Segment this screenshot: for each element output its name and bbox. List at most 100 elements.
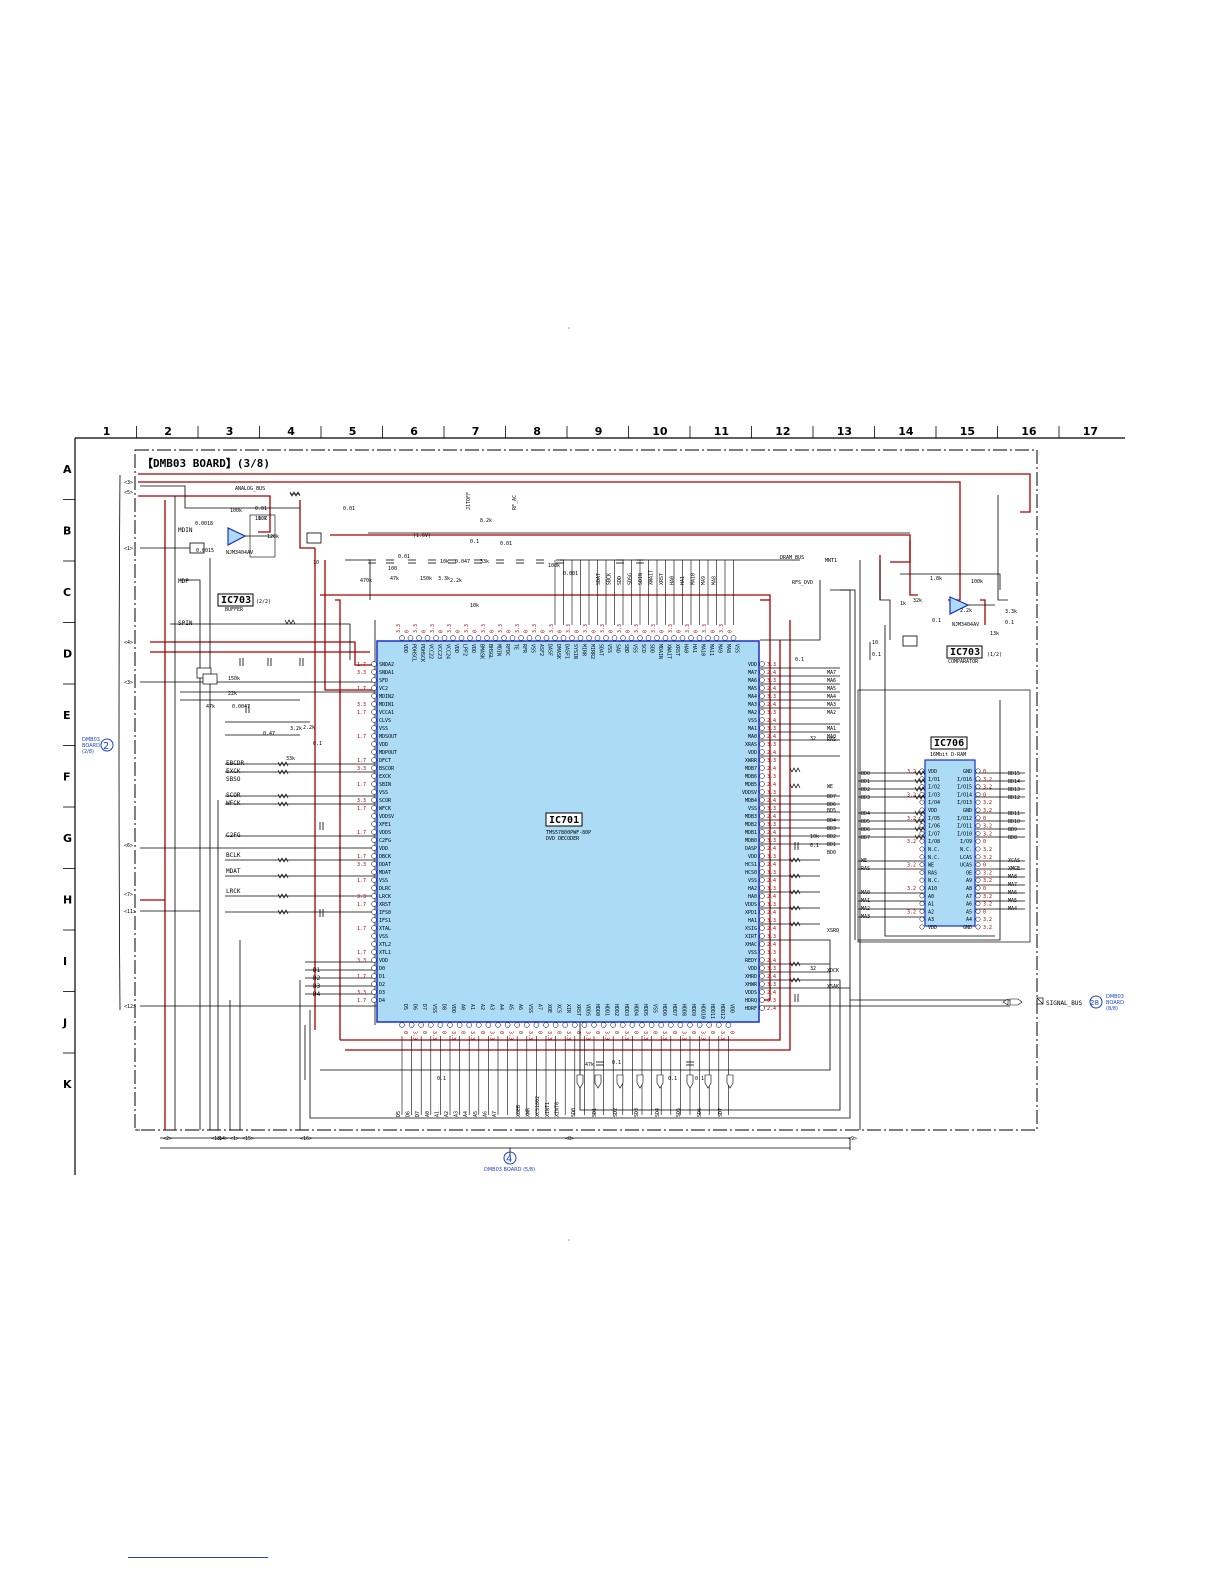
- ic701-right-pin-circle: [759, 813, 765, 819]
- ic701-left-pin-label: EXCK: [379, 774, 391, 780]
- ic701-left-pin-voltage: 1.7: [357, 902, 366, 908]
- ic701-right-pin-circle: [759, 869, 765, 875]
- ic701-right-pin-voltage: 2.4: [767, 846, 776, 852]
- ic706-left-pin-label: I/O5: [928, 816, 940, 822]
- ic701-bottom-pin-voltage: 3.3: [450, 1031, 456, 1040]
- left-value-label: 150k: [228, 676, 240, 682]
- ic706-left-pin-label: VDD: [928, 925, 937, 931]
- ic706-left-pin-label: A10: [928, 886, 937, 892]
- ic701-left-pin-label: VSS: [379, 790, 388, 796]
- ic701-left-pin-circle: [371, 829, 377, 835]
- ic701-top-pin-circle: [705, 635, 711, 641]
- grid-column-5: 5: [349, 425, 357, 438]
- ic701-left-pin-circle: [371, 693, 377, 699]
- left-signal-label: SBSO: [226, 776, 241, 783]
- ic701-right-pin-label: VDD: [748, 662, 757, 668]
- ic701-right-pin-circle: [759, 877, 765, 883]
- ic701-right-pin-voltage: 3.3: [767, 742, 776, 748]
- ic701-top-pin-voltage: 0: [694, 630, 700, 633]
- ic701-left-pin-circle: [371, 773, 377, 779]
- bottom-connector-pin: <2>: [163, 1136, 172, 1142]
- ic701-left-pin-circle: [371, 877, 377, 883]
- ic701-bottom-pin-voltage: 3.3: [565, 1031, 571, 1040]
- left-value-label: 100k: [255, 516, 267, 522]
- ic701-left-pin-circle: [371, 981, 377, 987]
- ic701-top-pin-voltage: 0: [592, 630, 598, 633]
- ic701-top-pin-circle: [518, 635, 524, 641]
- ic701-top-pin-label: VDD: [453, 644, 459, 653]
- grid-column-11: 11: [714, 425, 729, 438]
- ic701-name-box: [545, 812, 583, 827]
- ic701-top-pin-voltage: 3.3: [617, 624, 623, 633]
- top-net-label: (1.6V): [413, 533, 431, 539]
- ic706-right-pin-circle: [975, 877, 981, 883]
- ic706-left-net-label: RAS: [861, 866, 870, 872]
- ic701-left-pin-label: SFD: [379, 678, 388, 684]
- ic701-top-pin-voltage: 3.3: [515, 624, 521, 633]
- ic701-bottom-pin-circle: [514, 1022, 520, 1028]
- ic701-bottom-pin-circle: [600, 1022, 607, 1028]
- ic706-left-net-label: BD4: [861, 811, 870, 817]
- resistor: [789, 905, 801, 911]
- left-value-label: 120k: [267, 534, 279, 540]
- ic701-top-pin-voltage: 0: [677, 630, 683, 633]
- bottom-bus-lines: [401, 1036, 729, 1115]
- ic701-top-pin-circle: [535, 635, 541, 641]
- ic701-right-pin-circle: [759, 925, 765, 931]
- ic701-bottom-pin-circle: [524, 1022, 530, 1028]
- ic701-right-pin-circle: [759, 701, 765, 707]
- ic701-top-pin-voltage: 3.3: [668, 624, 674, 633]
- comparator-value-label: 1.8k: [930, 576, 942, 582]
- ic706-left-pin-label: A3: [928, 917, 934, 923]
- grid-column-2: 2: [164, 425, 172, 438]
- ic706-left-net-label: MA1: [861, 898, 870, 904]
- ic701-left-pin-circle: [371, 837, 377, 843]
- bottom-net-label: D6: [406, 1111, 412, 1117]
- bottom-connector-pin: <8>: [565, 1136, 574, 1142]
- offpage-bottom: 4 DMB03 BOARD (5/8): [484, 1151, 535, 1173]
- ic701-right-pin-circle: [759, 741, 765, 747]
- ic706-left-net-label: MA0: [861, 890, 870, 896]
- ic706-right-pin-label: GND: [963, 769, 972, 775]
- ic701-left-pin-circle: [371, 949, 377, 955]
- ic706-right-pin-label: I/O14: [957, 792, 972, 798]
- left-signal-label: D3: [313, 983, 321, 990]
- ic701-bottom-pin-circle: [620, 1022, 626, 1028]
- left-signal-label: MDAT: [226, 868, 241, 875]
- left-connector-pin: <1>: [124, 546, 133, 552]
- left-value-label: 3.2k: [290, 726, 302, 732]
- ic701-left-pin-label: D3: [379, 990, 385, 996]
- ic706-right-pin-voltage: 0: [983, 816, 986, 822]
- ic701-left-pin-voltage: 3.3: [357, 766, 366, 772]
- ic706-right-pin-voltage: 3.2: [983, 808, 992, 814]
- ic701-left-pin-label: C2FG: [379, 838, 391, 844]
- ic701-top-pin-voltage: 3.3: [702, 624, 708, 633]
- ic701-right-pin-circle: [759, 789, 765, 795]
- ic706-left-net-label: MA2: [861, 906, 870, 912]
- ic701-right-pin-voltage: 3.3: [767, 822, 776, 828]
- ic701-left-pin-voltage: 1.7: [357, 686, 366, 692]
- ic701-top-pin-voltage: 0: [711, 630, 717, 633]
- ic701-right-pin-label: XSIG: [745, 926, 757, 932]
- ic701-left-pin-label: VC2: [379, 686, 388, 692]
- ic701-top-pin-circle: [543, 635, 550, 641]
- ic701-left-pin-label: DLRC: [379, 886, 391, 892]
- ic701-top-pin-label: MIRR: [581, 644, 587, 657]
- ic701-top-pin-voltage: 3.3: [447, 624, 453, 633]
- resistor: [914, 826, 926, 832]
- right-net-label: BD7: [827, 794, 836, 800]
- ic701-left-pin-voltage: 1.7: [357, 830, 366, 836]
- ic706-left-pin-circle: [919, 908, 925, 914]
- comparator-value-label: 32k: [913, 598, 922, 604]
- comparator-value-label: 1k: [900, 601, 906, 607]
- ic701-right-pin-voltage: 3.3: [767, 870, 776, 876]
- ic706-left-pin-label: A1: [928, 902, 934, 908]
- ic706-right-pin-voltage: 0: [983, 863, 986, 869]
- top-pin-signal: XRST: [659, 573, 665, 585]
- ic701-top-pin-label: SBD: [623, 644, 629, 653]
- ic701-top-pin-voltage: 3.3: [583, 624, 589, 633]
- ic706-right-pin-label: UCAS: [960, 863, 972, 869]
